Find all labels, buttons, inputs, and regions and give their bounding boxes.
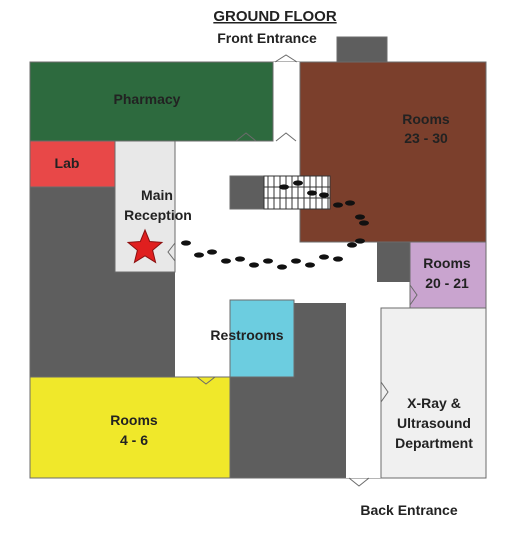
main-reception-label-line2: Reception: [124, 207, 192, 223]
footprint: [319, 254, 329, 260]
exterior-block: [336, 36, 388, 63]
footprint: [194, 252, 204, 258]
footprint: [293, 180, 303, 186]
door-notches: [167, 54, 418, 487]
front-entrance-label: Front Entrance: [217, 30, 317, 46]
footprint: [207, 249, 217, 255]
footprint: [347, 242, 357, 248]
footprint: [305, 262, 315, 268]
footprint: [333, 202, 343, 208]
restrooms-room: [229, 299, 295, 378]
xray-label-line2: Ultrasound: [397, 415, 471, 431]
xray-label-line3: Department: [395, 435, 473, 451]
pharmacy-label: Pharmacy: [114, 91, 181, 107]
footprint: [235, 256, 245, 262]
footprint: [291, 258, 301, 264]
rooms-23-30-label-line1: Rooms: [402, 111, 450, 127]
footprint: [277, 264, 287, 270]
footprint: [263, 258, 273, 264]
rooms-23-30-label-line2: 23 - 30: [404, 130, 448, 146]
back-entrance-label: Back Entrance: [360, 502, 457, 518]
footprint: [307, 190, 317, 196]
rooms-20-21-label-line1: Rooms: [423, 255, 471, 271]
star-icon: [126, 228, 164, 264]
footprint: [359, 220, 369, 226]
pharmacy-room: [29, 61, 274, 142]
footprint: [249, 262, 259, 268]
footprint: [319, 192, 329, 198]
lab-label: Lab: [55, 155, 80, 171]
main-reception-label-line1: Main: [141, 187, 173, 203]
stairs-icon: [229, 175, 331, 210]
restrooms-label: Restrooms: [210, 327, 283, 343]
footprints-icon: [181, 180, 369, 270]
footprint: [333, 256, 343, 262]
footprint: [221, 258, 231, 264]
rooms-4-6-label-line2: 4 - 6: [120, 432, 148, 448]
footprint: [355, 238, 365, 244]
page-title: GROUND FLOOR: [213, 8, 336, 25]
rooms-4-6: [29, 376, 231, 479]
footprint: [181, 240, 191, 246]
footprint: [279, 184, 289, 190]
rooms-20-21-label-line2: 20 - 21: [425, 275, 469, 291]
xray-ultrasound-department: [380, 307, 487, 479]
lab-room: [29, 140, 116, 188]
rooms-23-30: [299, 61, 487, 243]
rooms-4-6-label-line1: Rooms: [110, 412, 158, 428]
footprint: [345, 200, 355, 206]
footprint: [355, 214, 365, 220]
xray-label-line1: X-Ray &: [407, 395, 461, 411]
